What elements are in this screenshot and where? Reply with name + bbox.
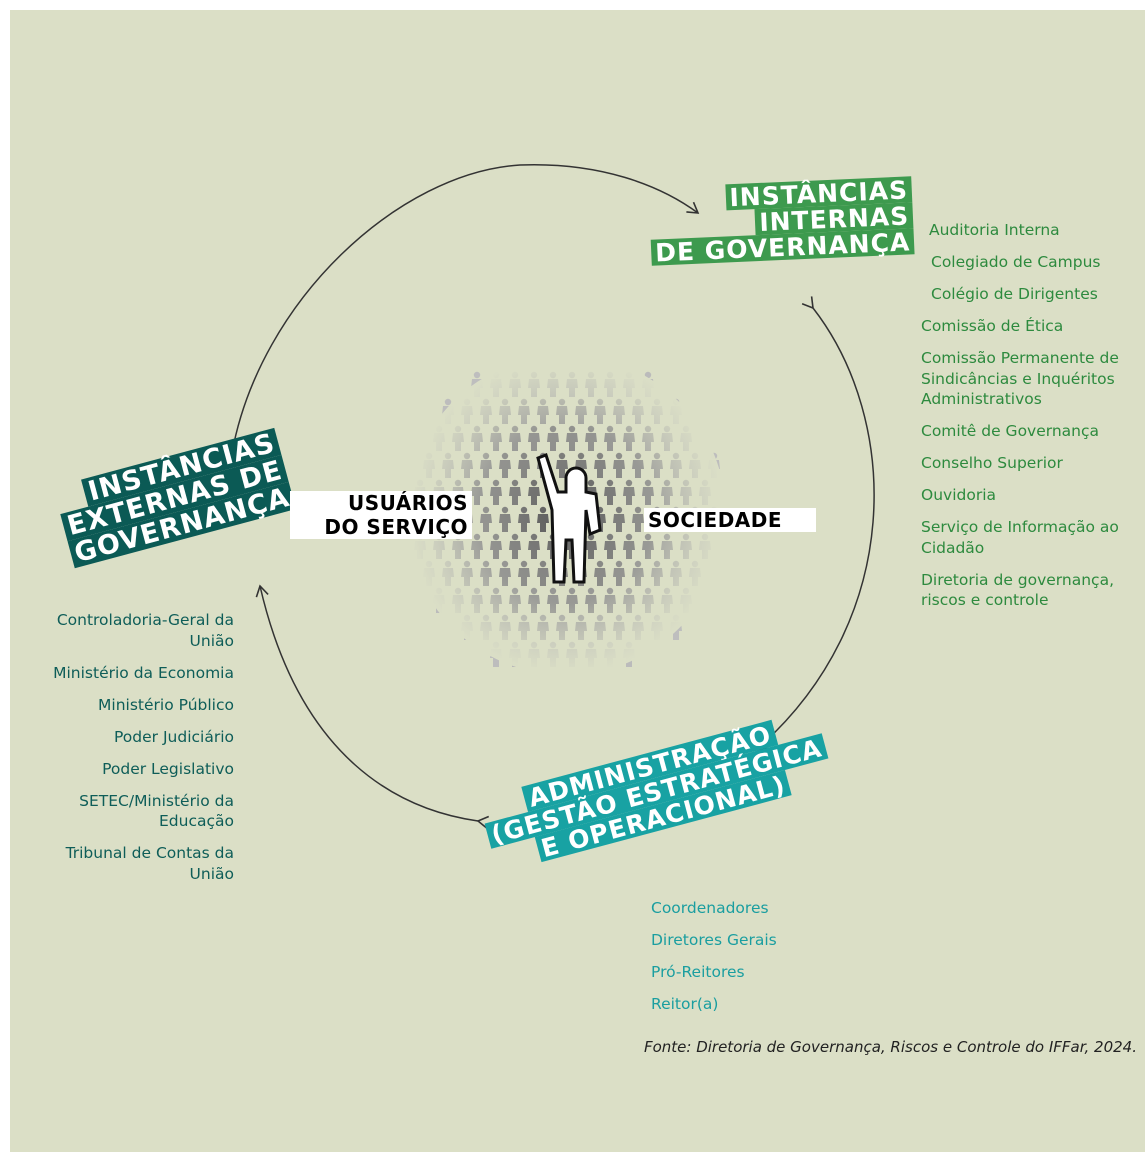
list-item: Comissão de Ética (921, 317, 1064, 335)
arrow-external-to-internal (223, 163, 700, 465)
list-item: Ministério da Economia (53, 663, 234, 682)
external-governance-list: Controladoria-Geral da União Ministério … (26, 610, 234, 896)
list-item: SETEC/Ministério da Educação (79, 791, 234, 831)
list-item: Conselho Superior (921, 454, 1063, 472)
list-item: Diretores Gerais (651, 931, 777, 949)
internal-governance-list: Auditoria Interna Colegiado de Campus Co… (921, 220, 1145, 622)
administration-list: Coordenadores Diretores Gerais Pró-Reito… (651, 898, 851, 1026)
list-item: Pró-Reitores (651, 963, 745, 981)
list-item: Colegiado de Campus (931, 253, 1101, 271)
list-item: Comissão Permanente de Sindicâncias e In… (921, 349, 1119, 408)
service-users-label: USUÁRIOS DO SERVIÇO (290, 491, 472, 539)
list-item: Serviço de Informação ao Cidadão (921, 518, 1119, 557)
list-item: Colégio de Dirigentes (931, 285, 1098, 303)
list-item: Controladoria-Geral da União (56, 611, 234, 650)
arrow-internal-to-admin (754, 296, 875, 752)
service-users-line-2: DO SERVIÇO (324, 515, 468, 539)
list-item: Poder Legislativo (102, 759, 234, 778)
arrow-admin-to-external (255, 584, 490, 829)
service-users-line-1: USUÁRIOS (348, 491, 468, 515)
list-item: Diretoria de governança, riscos e contro… (921, 570, 1115, 610)
person-raising-hand-icon (536, 453, 602, 584)
list-item: Tribunal de Contas da União (65, 844, 234, 883)
list-item: Coordenadores (651, 899, 769, 917)
society-label: SOCIEDADE (644, 508, 816, 532)
society-text: SOCIEDADE (648, 508, 783, 532)
list-item: Ouvidoria (921, 486, 997, 504)
list-item: Poder Judiciário (114, 727, 234, 746)
internal-governance-title: INSTÂNCIAS INTERNAS DE GOVERNANÇA (648, 175, 915, 268)
list-item: Ministério Público (98, 695, 234, 714)
source-caption: Fonte: Diretoria de Governança, Riscos e… (643, 1038, 1137, 1056)
list-item: Comitê de Governança (921, 422, 1100, 440)
list-item: Reitor(a) (651, 995, 719, 1013)
list-item: Auditoria Interna (929, 221, 1060, 239)
